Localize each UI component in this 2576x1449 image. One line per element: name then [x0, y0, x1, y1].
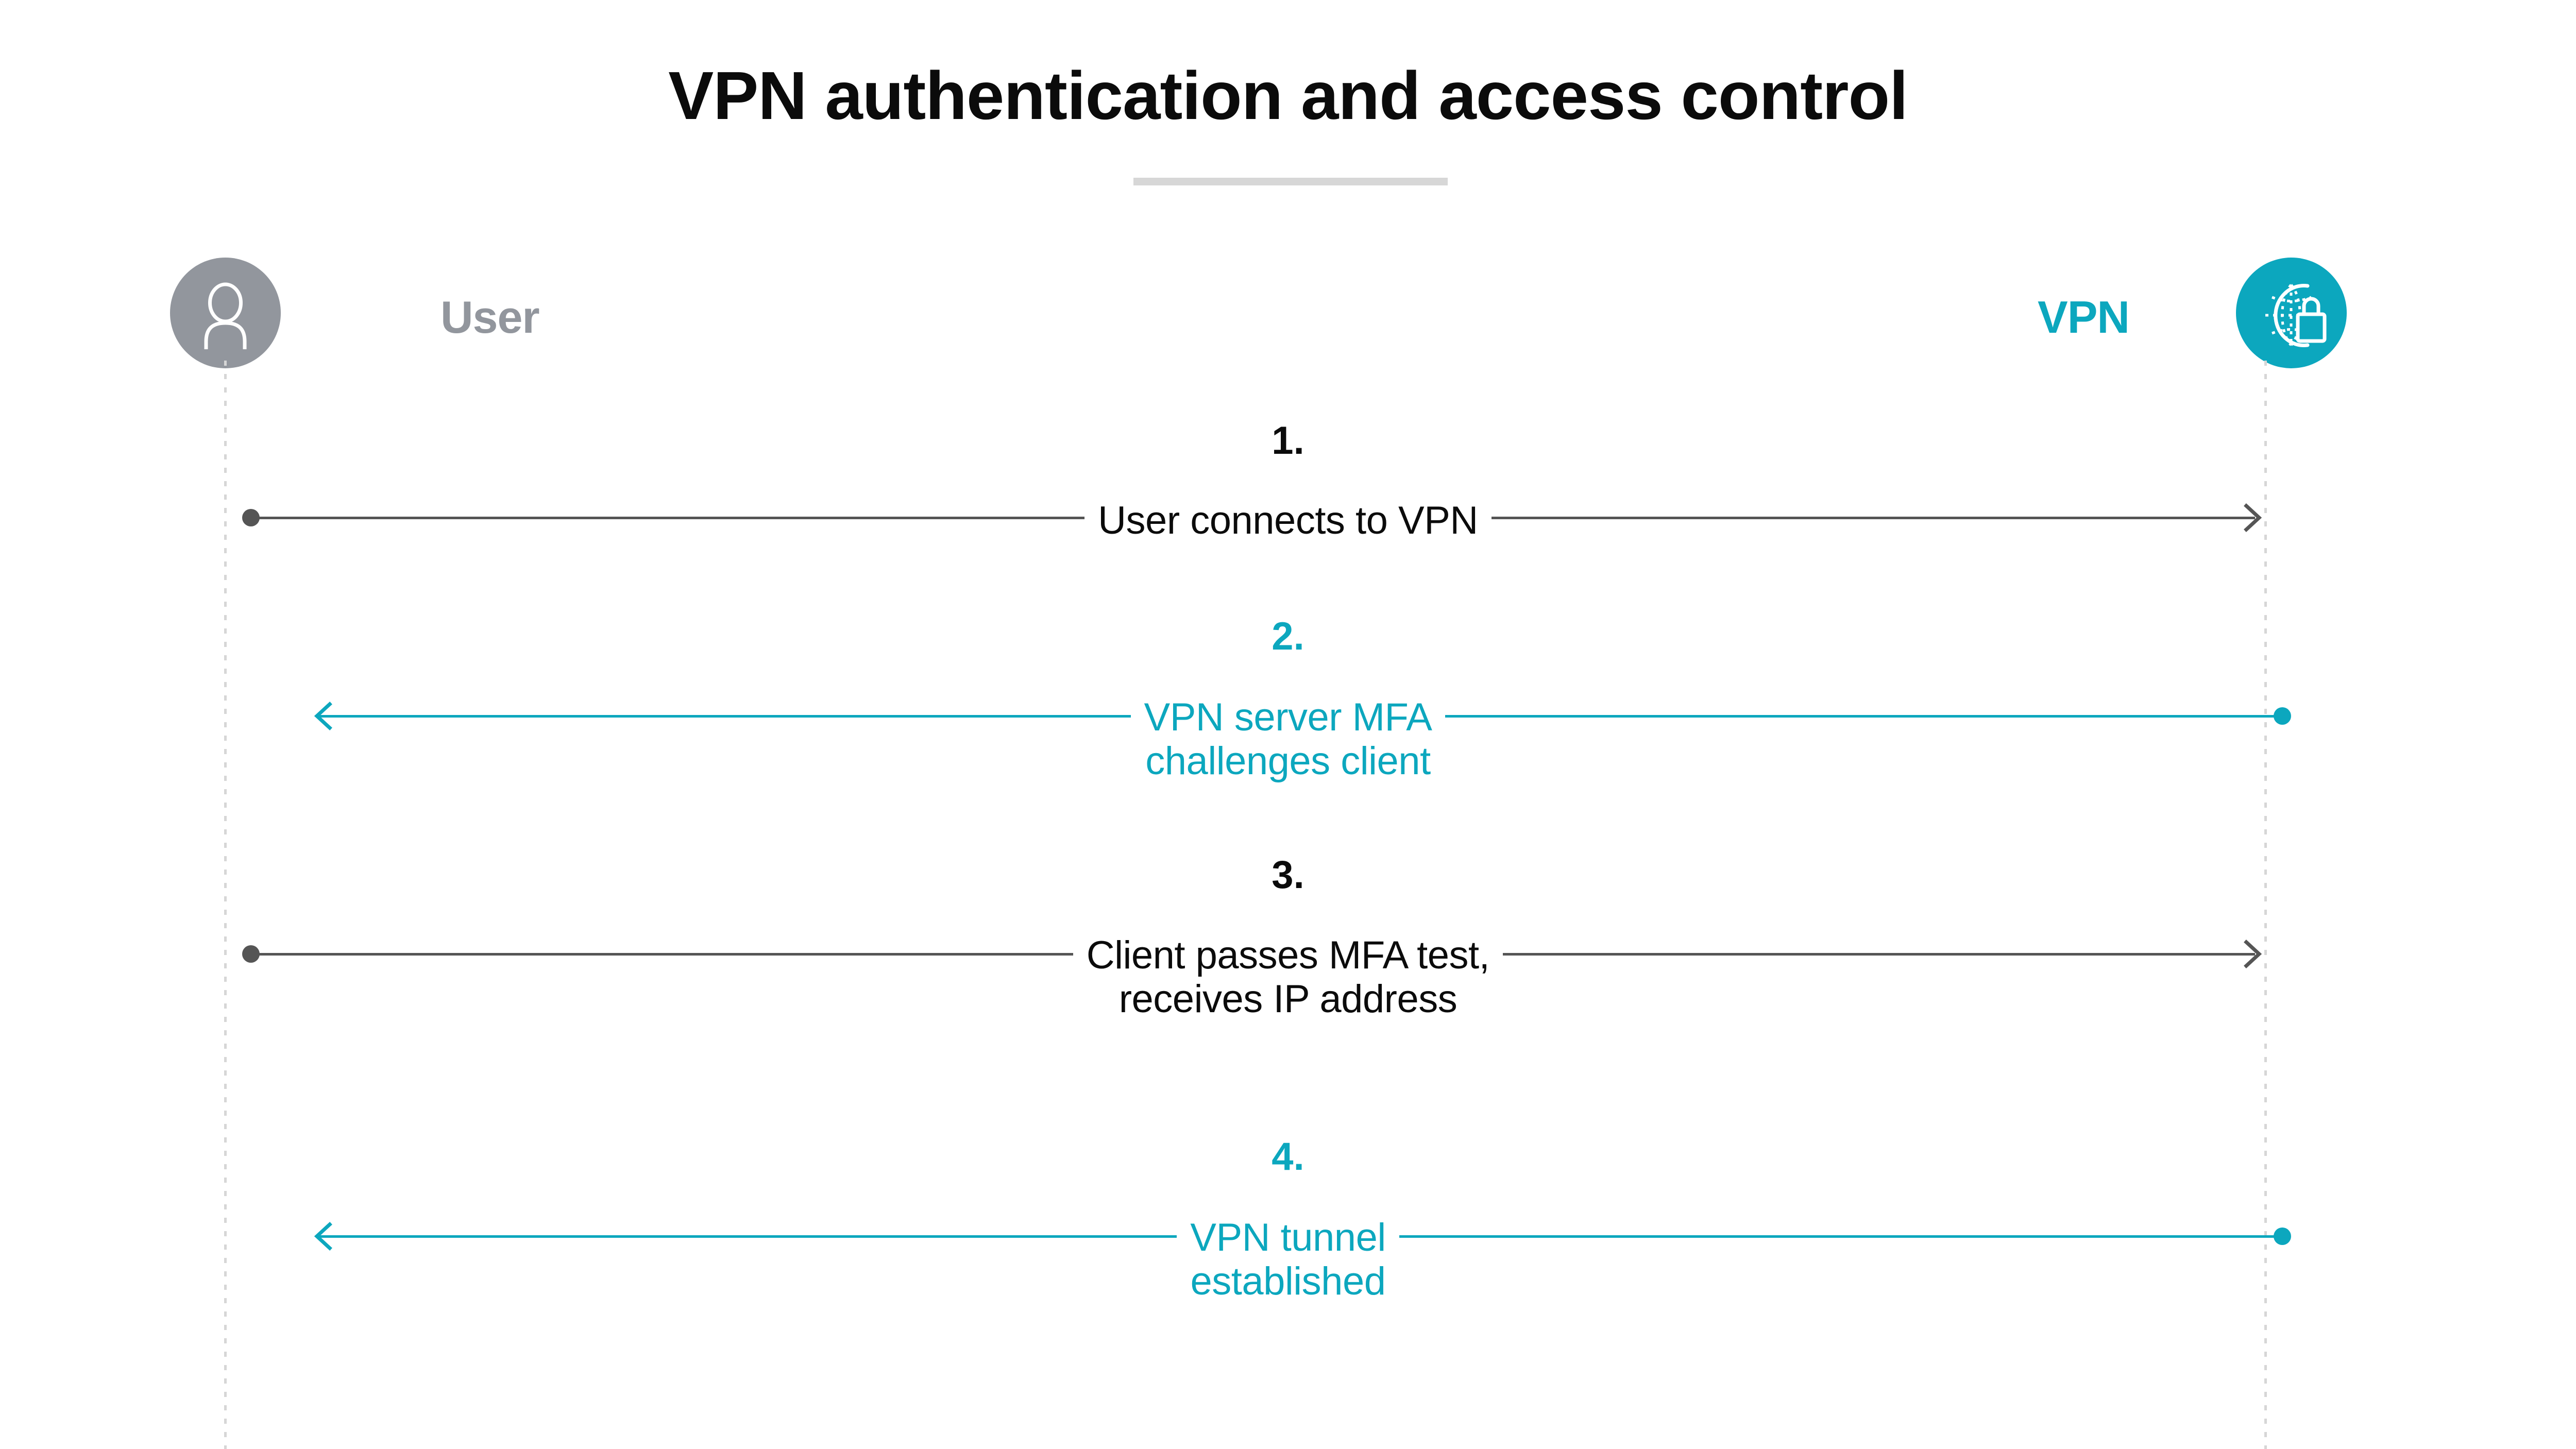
- page-title: VPN authentication and access control: [668, 58, 1908, 133]
- globe-lock-icon: [2265, 284, 2327, 347]
- message-3-number: 3.: [1272, 853, 1304, 897]
- message-3-start-dot: [242, 945, 260, 963]
- message-2-text: VPN server MFA challenges client: [1130, 695, 1446, 783]
- title-divider: [1133, 178, 1448, 185]
- message-4-text: VPN tunnel established: [1177, 1215, 1399, 1304]
- actor-vpn-label: VPN: [2038, 292, 2130, 343]
- message-4-start-dot: [2274, 1228, 2291, 1245]
- vpn-avatar-circle: [2236, 258, 2347, 368]
- arrow-right-icon: [2244, 940, 2262, 968]
- actor-user-label: User: [440, 292, 540, 343]
- message-4-number: 4.: [1272, 1135, 1304, 1179]
- message-2-number: 2.: [1272, 615, 1304, 658]
- lifeline-user: [224, 361, 227, 1449]
- message-1-number: 1.: [1272, 419, 1304, 463]
- user-avatar-icon: [204, 282, 247, 349]
- user-avatar-circle: [170, 258, 281, 368]
- lifeline-vpn: [2264, 361, 2267, 1449]
- message-1-start-dot: [242, 509, 260, 526]
- arrow-left-icon: [314, 702, 332, 730]
- arrow-right-icon: [2244, 503, 2262, 532]
- arrow-left-icon: [314, 1222, 332, 1251]
- message-1-text: User connects to VPN: [1084, 498, 1492, 543]
- message-3-text: Client passes MFA test, receives IP addr…: [1073, 933, 1503, 1021]
- message-2-start-dot: [2274, 707, 2291, 725]
